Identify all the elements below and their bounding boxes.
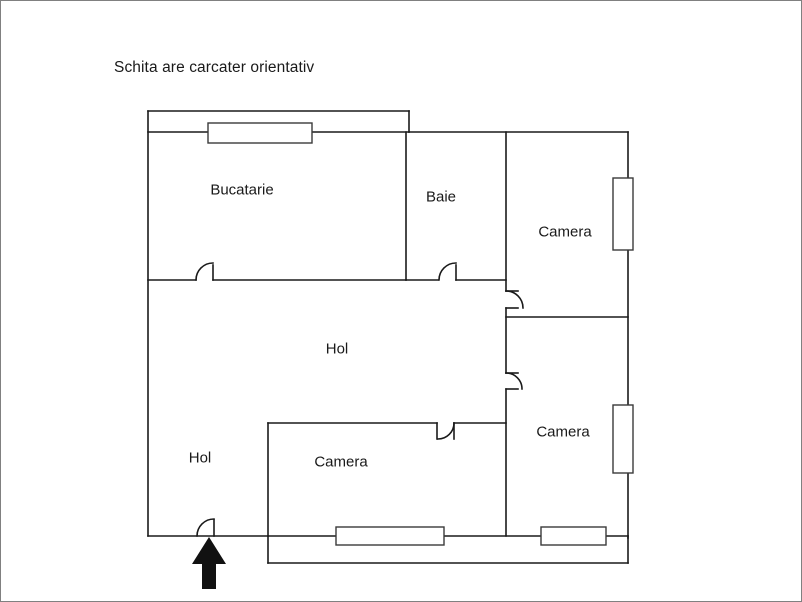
door-arc-camera-bottom-right <box>505 372 523 390</box>
window-camera-bottom-right-icon <box>612 404 634 474</box>
window-camera-top-right-icon <box>612 177 634 251</box>
room-label-baie: Baie <box>425 188 457 206</box>
room-label-camera-top-right: Camera <box>538 223 592 241</box>
door-arc-kitchen <box>195 262 214 281</box>
room-label-hol-center: Hol <box>325 340 349 358</box>
door-arc-bathroom <box>438 262 457 281</box>
entrance-arrow-icon <box>192 537 226 589</box>
window-bottom-right-icon <box>540 526 607 546</box>
window-camera-bottom-center-icon <box>335 526 445 546</box>
door-arc-bottom-camera <box>437 422 455 440</box>
page-title: Schita are carcater orientativ <box>114 59 315 76</box>
window-kitchen-top-icon <box>207 122 313 144</box>
room-label-camera-bottom-center: Camera <box>314 453 368 471</box>
room-label-camera-bottom-right: Camera <box>536 423 590 441</box>
door-arc-camera-top-right <box>505 290 524 309</box>
room-label-hol-left: Hol <box>188 449 212 467</box>
room-label-bucatarie: Bucatarie <box>210 181 274 199</box>
door-arc-entrance <box>196 518 215 537</box>
